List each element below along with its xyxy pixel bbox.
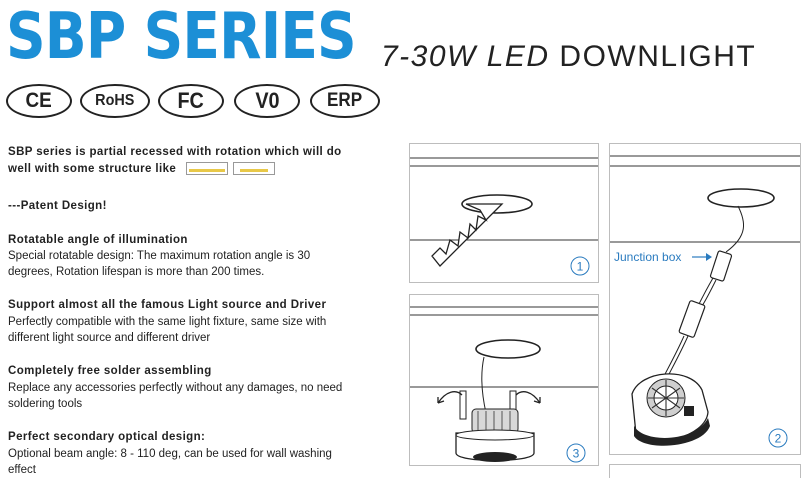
wattage-range: 7-30W	[381, 40, 477, 73]
ceiling-structure-icon-a	[185, 162, 228, 176]
junction-box-label: Junction box	[614, 250, 681, 264]
step-number: 1	[577, 260, 584, 274]
next-step-panel-partial	[609, 464, 801, 478]
step-number: 2	[775, 432, 782, 446]
feature-text: Special rotatable design: The maximum ro…	[8, 250, 311, 262]
feature-title: Support almost all the famous Light sour…	[8, 299, 327, 311]
rohs-badge: RoHS	[80, 84, 150, 118]
installation-step-1-panel: 1	[409, 143, 599, 283]
feature-title: Completely free solder assembling	[8, 365, 212, 377]
erp-badge: ERP	[310, 84, 380, 118]
installation-step-2-panel: Junction box 2	[609, 143, 801, 455]
feature-text: Optional beam angle: 8 - 110 deg, can be…	[8, 448, 332, 460]
ce-badge: CE	[6, 84, 72, 118]
step-number: 3	[573, 447, 580, 461]
patent-note: ---Patent Design!	[8, 200, 107, 212]
led-label: LED	[486, 40, 550, 73]
installation-step-3-panel: 3	[409, 294, 599, 466]
feature-text: effect	[8, 464, 36, 476]
v0-badge: V0	[234, 84, 300, 118]
feature-text: Replace any accessories perfectly withou…	[8, 382, 343, 394]
intro-line-1: SBP series is partial recessed with rota…	[8, 146, 342, 158]
junction-box-wiring-diagram: Junction box 2	[610, 155, 800, 448]
feature-text: Perfectly compatible with the same light…	[8, 316, 327, 328]
feature-text: soldering tools	[8, 398, 83, 410]
spring-clip-diagram: 3	[410, 306, 598, 463]
downlight-label: DOWNLIGHT	[559, 40, 757, 73]
ceiling-cutout-diagram: 1	[410, 157, 598, 276]
ceiling-structure-icon-b	[233, 162, 276, 176]
fc-badge: FC	[158, 84, 224, 118]
feature-title: Perfect secondary optical design:	[8, 431, 206, 443]
feature-text: degrees, Rotation lifespan is more than …	[8, 266, 265, 278]
feature-text: different light source and different dri…	[8, 332, 211, 344]
feature-title: Rotatable angle of illumination	[8, 234, 188, 246]
product-subtitle: 7-30W LED DOWNLIGHT	[381, 40, 756, 74]
intro-line-2: well with some structure like	[8, 161, 276, 178]
series-title: SBP SERIES	[6, 0, 357, 74]
